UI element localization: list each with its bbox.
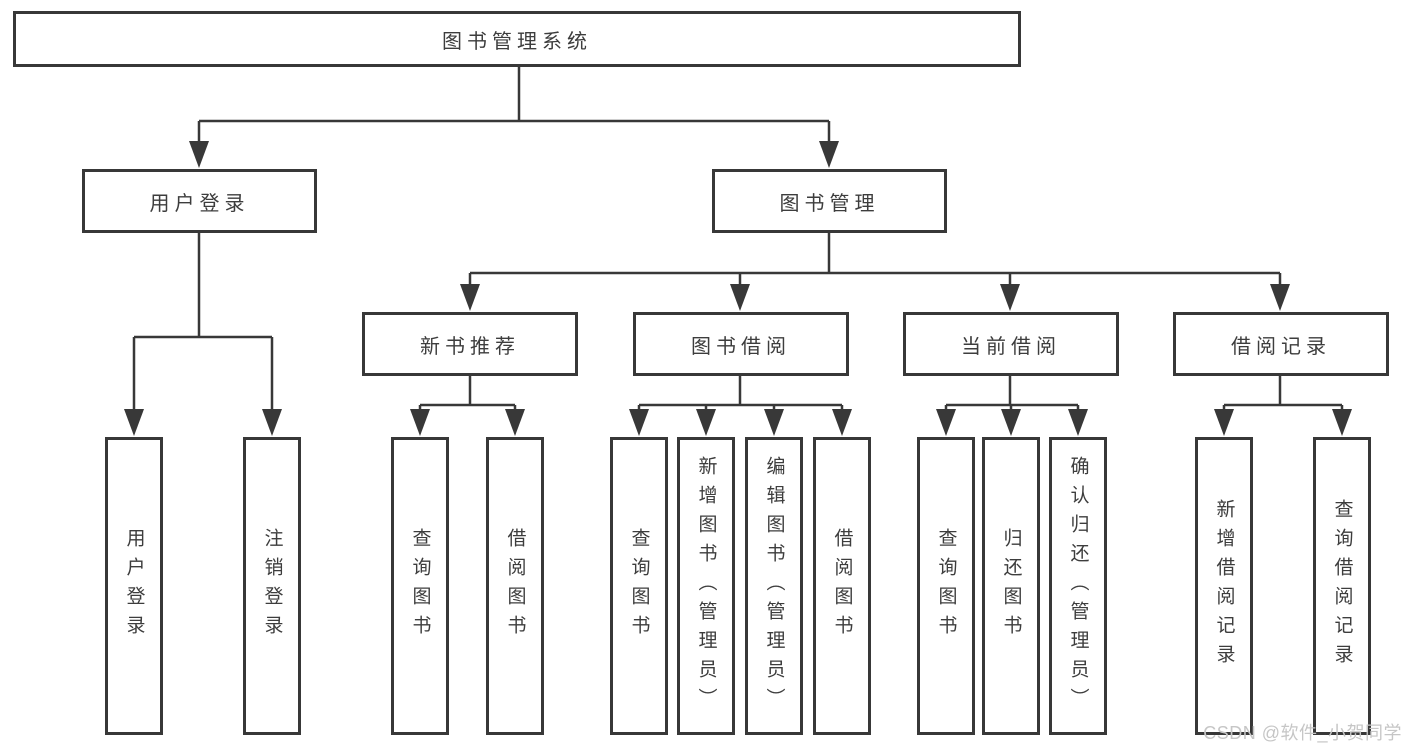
leaf-newbook-query-books: 查询图书 — [391, 437, 449, 735]
node-root-system: 图书管理系统 — [13, 11, 1021, 67]
leaf-current-query-books: 查询图书 — [917, 437, 975, 735]
node-current-borrowing: 当前借阅 — [903, 312, 1119, 376]
csdn-watermark: CSDN @软件_小贺同学 — [1203, 723, 1402, 743]
leaf-borrowing-add-books-admin: 新增图书（管理员） — [677, 437, 735, 735]
node-book-management: 图书管理 — [712, 169, 947, 233]
leaf-current-return-books: 归还图书 — [982, 437, 1040, 735]
node-borrowing-records: 借阅记录 — [1173, 312, 1389, 376]
leaf-borrowing-edit-books-admin: 编辑图书（管理员） — [745, 437, 803, 735]
node-book-borrowing: 图书借阅 — [633, 312, 849, 376]
leaf-records-add-record: 新增借阅记录 — [1195, 437, 1253, 735]
leaf-logout: 注销登录 — [243, 437, 301, 735]
node-new-book-recommend: 新书推荐 — [362, 312, 578, 376]
node-user-login: 用户登录 — [82, 169, 317, 233]
leaf-borrowing-borrow-books: 借阅图书 — [813, 437, 871, 735]
leaf-user-login: 用户登录 — [105, 437, 163, 735]
leaf-current-confirm-return-admin: 确认归还（管理员） — [1049, 437, 1107, 735]
leaf-records-query-record: 查询借阅记录 — [1313, 437, 1371, 735]
leaf-borrowing-query-books: 查询图书 — [610, 437, 668, 735]
leaf-newbook-borrow-books: 借阅图书 — [486, 437, 544, 735]
